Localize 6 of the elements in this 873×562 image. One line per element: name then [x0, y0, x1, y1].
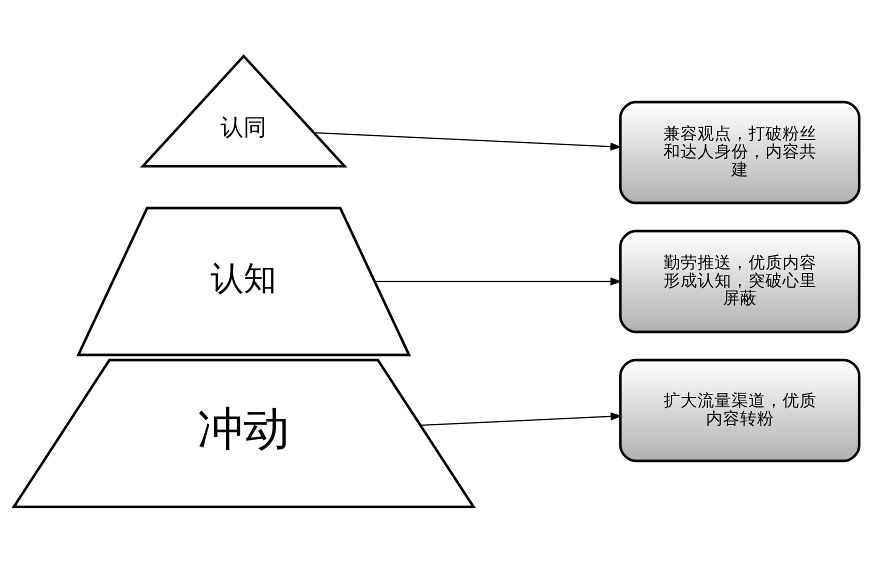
arrow	[420, 412, 622, 426]
node-box: 兼容观点，打破粉丝和达人身份，内容共建	[619, 100, 860, 204]
arrow	[374, 276, 622, 286]
node-box: 勤劳推送，优质内容形成认知，突破心里屏蔽	[619, 229, 860, 333]
node-box: 扩大流量渠道，优质内容转粉	[619, 358, 860, 462]
arrow	[314, 132, 622, 150]
